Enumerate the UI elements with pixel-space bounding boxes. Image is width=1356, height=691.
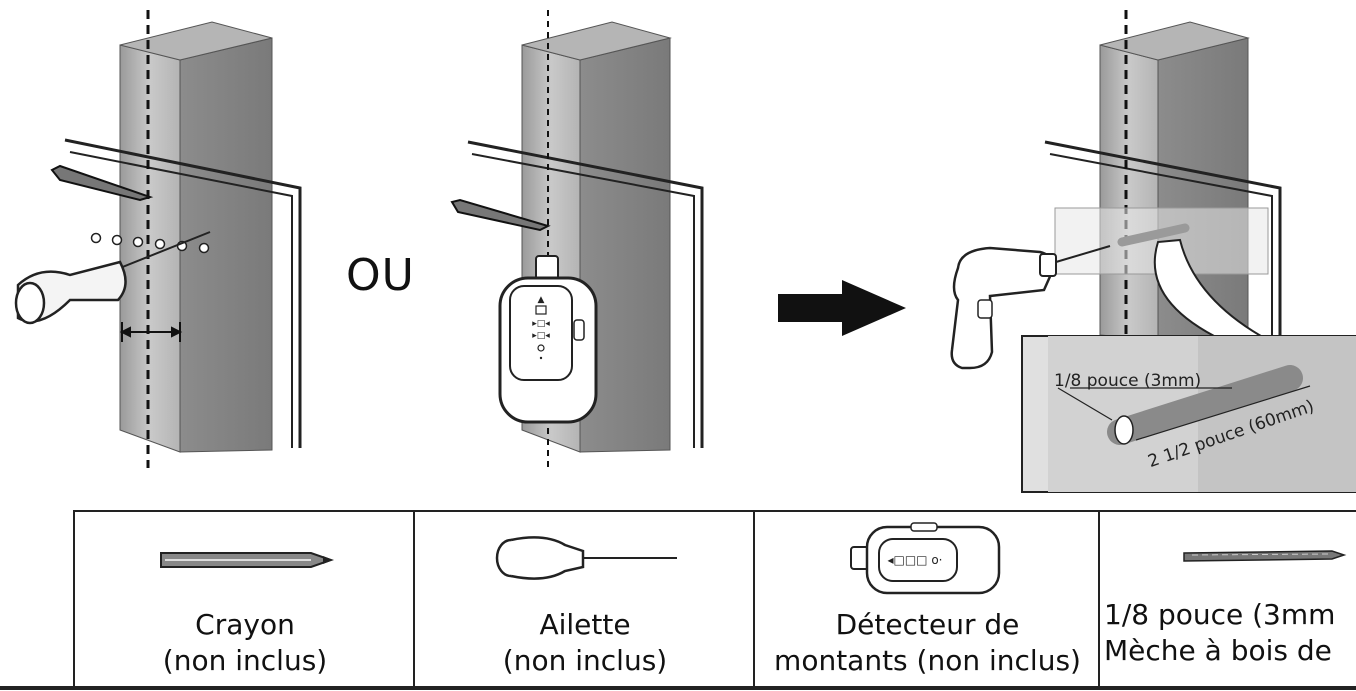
drill-bit-icon	[1183, 550, 1347, 562]
awl-icon	[495, 536, 677, 580]
pencil-icon	[160, 552, 335, 568]
tool-note: montants (non inclus)	[774, 644, 1081, 677]
tool-name: Ailette	[539, 608, 631, 641]
svg-text:▲: ▲	[538, 295, 545, 305]
drill-icon	[950, 245, 1111, 370]
awl-icon	[14, 231, 211, 325]
tool-name: Détecteur de	[835, 608, 1020, 641]
installation-diagram: ▲ ▸□◂ ▸□◂	[14, 10, 1356, 493]
tools-table-top-border	[73, 510, 1356, 512]
tool-name: Crayon	[195, 608, 295, 641]
svg-text:▸□◂: ▸□◂	[532, 319, 550, 329]
drill-hole-detail	[1021, 335, 1356, 493]
tool-cell-pencil: Crayon (non inclus)	[73, 511, 415, 689]
tools-table-bottom-border	[0, 686, 1356, 690]
stud-finder-icon: ▲ ▸□◂ ▸□◂	[498, 255, 598, 424]
tools-table: Crayon (non inclus) Ailette (non inclus)…	[73, 511, 1356, 691]
svg-text:◂□□□ o·: ◂□□□ o·	[887, 553, 942, 567]
tool-note: Mèche à bois de	[1104, 634, 1332, 667]
stud-panel-awl	[14, 10, 302, 468]
tool-note: (non inclus)	[502, 644, 668, 677]
tool-cell-awl: Ailette (non inclus)	[413, 511, 755, 689]
stud-panel-drill	[950, 10, 1356, 493]
or-label: OU	[346, 250, 415, 301]
stud-finder-icon: ◂□□□ o·	[850, 522, 1001, 595]
svg-text:▸□◂: ▸□◂	[532, 331, 550, 341]
tool-cell-drill-bit: 1/8 pouce (3mm Mèche à bois de	[1098, 511, 1356, 689]
pencil-icon	[450, 198, 551, 232]
stud-panel-finder: ▲ ▸□◂ ▸□◂	[450, 10, 704, 468]
hole-diameter-label: 1/8 pouce (3mm)	[1054, 371, 1202, 391]
tool-cell-stud-finder: ◂□□□ o· Détecteur de montants (non inclu…	[753, 511, 1100, 689]
tool-note: (non inclus)	[162, 644, 328, 677]
pencil-icon	[50, 164, 154, 202]
tool-name: 1/8 pouce (3mm	[1104, 598, 1336, 631]
width-arrows	[119, 322, 183, 342]
test-holes	[90, 232, 210, 254]
next-step-arrow	[778, 280, 906, 336]
